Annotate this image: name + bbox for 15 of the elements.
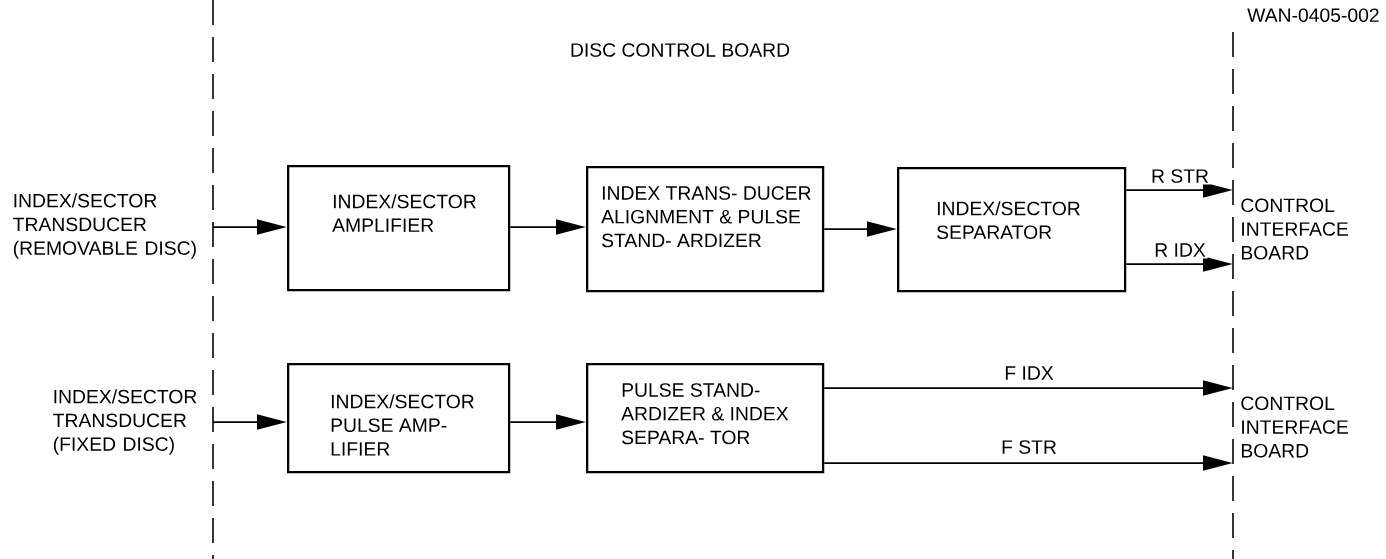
edge-label: R IDX bbox=[1152, 241, 1208, 259]
signal-text: INDEX/SECTOR TRANSDUCER (FIXED DISC) bbox=[53, 389, 197, 455]
edge-label: R STR bbox=[1149, 167, 1211, 185]
process-box: INDEX TRANS- DUCER ALIGNMENT & PULSE STAND- ARDIZER bbox=[586, 166, 825, 293]
edge-label: F STR bbox=[999, 438, 1059, 456]
figure-number: WAN-0405-002 bbox=[1247, 8, 1379, 23]
edge-label: F IDX bbox=[1002, 364, 1056, 382]
process-box: INDEX/SECTOR AMPLIFIER bbox=[287, 165, 511, 292]
process-box: PULSE STAND- ARDIZER & INDEX SEPARA- TOR bbox=[586, 363, 825, 474]
signal-text: CONTROL INTERFACE BOARD bbox=[1241, 198, 1348, 260]
process-box: INDEX/SECTOR SEPARATOR bbox=[897, 167, 1127, 293]
signal-text: CONTROL INTERFACE BOARD bbox=[1241, 396, 1348, 458]
signal-text: INDEX/SECTOR TRANSDUCER (REMOVABLE DISC) bbox=[13, 193, 196, 259]
title: DISC CONTROL BOARD bbox=[571, 43, 790, 57]
process-box: INDEX/SECTOR PULSE AMP- LIFIER bbox=[287, 363, 511, 474]
